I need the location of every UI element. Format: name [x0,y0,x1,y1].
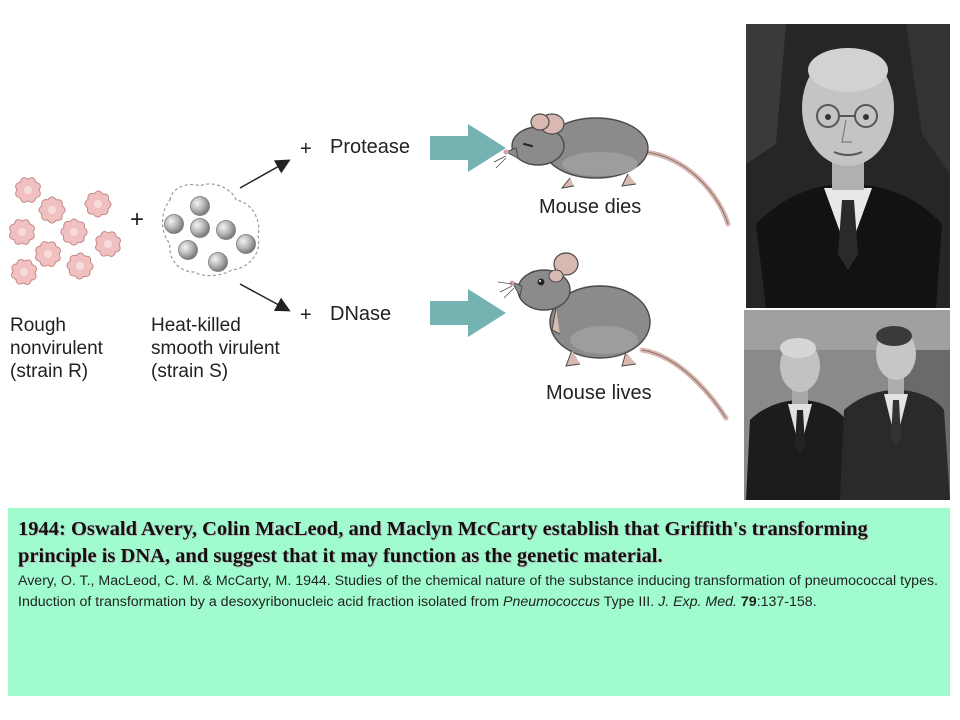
branch-arrow-down [239,283,291,312]
caption-citation: Avery, O. T., MacLeod, C. M. & McCarty, … [18,571,940,613]
protease-result-arrow [430,124,506,172]
dnase-plus-sign: + [300,304,312,326]
smooth-strain-label: Heat-killed smooth virulent (strain S) [151,315,280,382]
citation-pages: :137-158. [756,594,817,610]
citation-species: Pneumococcus [503,594,600,610]
rough-cell-core [94,200,102,208]
smooth-cell [164,214,184,234]
citation-volume: 79 [740,594,757,610]
rough-cell-core [76,262,84,270]
citation-type: Type III. [600,594,659,610]
macleod-mccarty-photo [744,310,950,500]
citation-journal: J. Exp. Med. [658,594,737,610]
smooth-cell [178,240,198,260]
griffith-experiment-diagram [9,113,731,421]
rough-strain-cells [9,177,121,285]
rough-cell-core [18,228,26,236]
rough-cell-core [24,186,32,194]
live-mouse [497,252,729,421]
rough-cell-core [104,240,112,248]
smooth-cell [208,252,228,272]
mouse-lives-label: Mouse lives [546,382,652,404]
rough-cell-core [70,228,78,236]
portrait-illustration [746,24,950,308]
two-men-illustration [744,310,950,500]
avery-portrait-photo [746,24,950,308]
smooth-cell [236,234,256,254]
rough-cell-core [44,250,52,258]
smooth-cell [190,218,210,238]
caption-box: 1944: Oswald Avery, Colin MacLeod, and M… [8,508,950,696]
smooth-strain-cells [161,183,260,277]
dnase-result-arrow [430,289,506,337]
branch-arrow-up [239,159,291,189]
rough-cell-core [48,206,56,214]
plus-sign: + [130,206,145,233]
caption-headline: 1944: Oswald Avery, Colin MacLeod, and M… [18,518,868,567]
rough-cell-core [20,268,28,276]
dnase-label: DNase [330,303,392,325]
protease-plus-sign: + [300,138,312,160]
protease-label: Protease [330,136,411,158]
dead-mouse [493,113,731,227]
rough-strain-label: Rough nonvirulent (strain R) [10,315,103,382]
smooth-cell [216,220,236,240]
citation-authors-title: Avery, O. T., MacLeod, C. M. & McCarty, … [18,573,939,610]
mouse-dies-label: Mouse dies [539,196,642,218]
smooth-cell-capsule-outline [161,183,260,277]
smooth-cell [190,196,210,216]
